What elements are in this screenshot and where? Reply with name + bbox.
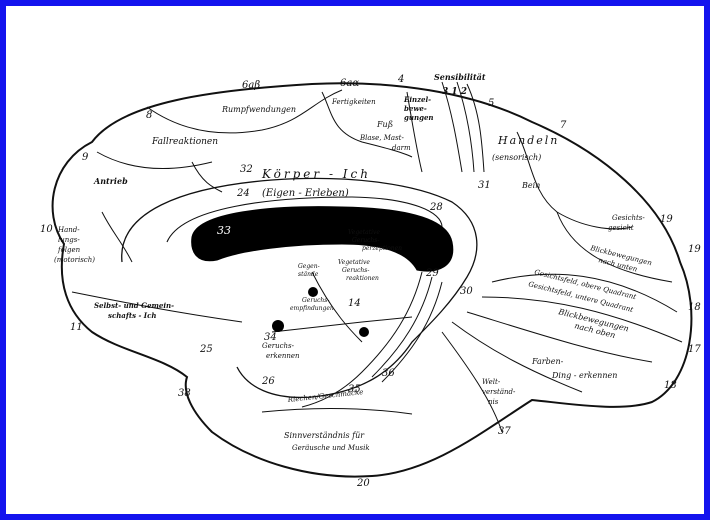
label-4: 4 [397,74,404,85]
label-fertigkeiten: Fertigkeiten [331,98,376,106]
label-welt2: verständ- [482,388,516,396]
label-hand4: (motorisch) [54,256,95,264]
label-geruch1: Geruchs- [302,297,329,304]
label-5: 5 [488,98,494,109]
label-veg2a: Vegetative [338,259,370,266]
label-bein: Bein [521,181,540,190]
corpus-callosum [192,207,453,271]
num-25: 25 [199,344,213,355]
label-hand1: Hand- [57,226,80,234]
num-31: 31 [478,180,491,191]
num-11: 11 [70,322,83,333]
label-eigen-erleben: (Eigen - Erleben) [262,188,349,199]
label-hand2: lungs- [58,236,80,244]
num-32a: 32 [240,164,253,175]
dot-center [359,327,369,337]
label-selbst1: Selbst- und Gemein- [94,301,174,310]
num-30: 30 [460,286,473,297]
label-einzel2: bewe- [404,104,427,113]
label-veg2c: reaktionen [346,275,379,282]
label-sensibilitaet: Sensibilität [434,72,486,82]
num-10: 10 [40,224,53,235]
label-antrieb: Antrieb [93,176,128,186]
label-6a: 6aα [340,78,359,89]
label-veg1a: Vegetative [348,229,380,236]
label-gegen1: Gegen- [298,263,320,270]
brain-diagram: 6aβ 6aα 4 Sensibilität 3 1 2 5 7 8 9 Rum… [12,12,710,520]
label-312: 3 1 2 [442,87,467,97]
label-veg1b: Geruchs- [352,237,379,244]
label-sensorisch: (sensorisch) [492,153,541,162]
label-geruch2: empfindungen [290,305,334,312]
label-gesicht2: gesicht [608,224,634,232]
label-einzel1: Einzel- [403,95,431,104]
label-9: 9 [82,152,89,163]
label-fallreaktionen: Fallreaktionen [151,137,218,147]
label-handeln: Handeln [497,134,559,147]
label-blase2: darm [392,144,411,152]
label-8: 8 [146,110,152,121]
label-7: 7 [560,120,567,131]
num-33: 33 [217,224,231,237]
label-sinn1: Sinnverständnis für [284,431,365,440]
label-einzel3: gungen [404,113,434,122]
dot-gegenstaende [308,287,318,297]
label-geruch3: Geruchs- [262,342,295,350]
label-fuss: Fuß [376,120,393,129]
num-19b: 19 [660,214,673,225]
label-geruch4: erkennen [266,352,300,360]
label-blase1: Blase, Mast- [359,134,404,142]
num-17: 17 [688,344,701,355]
label-welt3: nis [488,398,499,406]
label-sinn2: Geräusche und Musik [292,444,370,452]
num-35: 35 [348,384,361,395]
label-koerper-ich: Körper - Ich [261,167,371,181]
num-26: 26 [261,376,275,387]
num-19: 19 [688,244,701,255]
label-selbst2: schafts - Ich [108,311,156,320]
label-hand3: folgen [57,246,81,254]
label-veg1c: perzeptionen [362,245,402,252]
num-14: 14 [348,298,361,309]
num-24: 24 [236,188,250,199]
num-29: 29 [425,268,439,279]
label-veg2b: Geruchs- [342,267,369,274]
label-gesicht1: Gesichts- [612,214,645,222]
num-18b: 18 [664,380,677,391]
label-ding-erkennen: Ding - erkennen [551,371,617,380]
num-36: 36 [382,368,395,379]
num-38: 38 [178,388,191,399]
label-6ab: 6aβ [242,80,260,91]
label-welt1: Welt- [482,378,501,386]
num-20: 20 [356,478,370,489]
num-37: 37 [498,426,511,437]
label-farben: Farben- [531,357,564,366]
num-28: 28 [429,202,443,213]
num-18: 18 [688,302,701,313]
label-rumpfwendungen: Rumpfwendungen [221,105,296,114]
dot-geruch [272,320,284,332]
num-34: 34 [264,332,277,343]
label-gegen2: stände [298,271,319,278]
